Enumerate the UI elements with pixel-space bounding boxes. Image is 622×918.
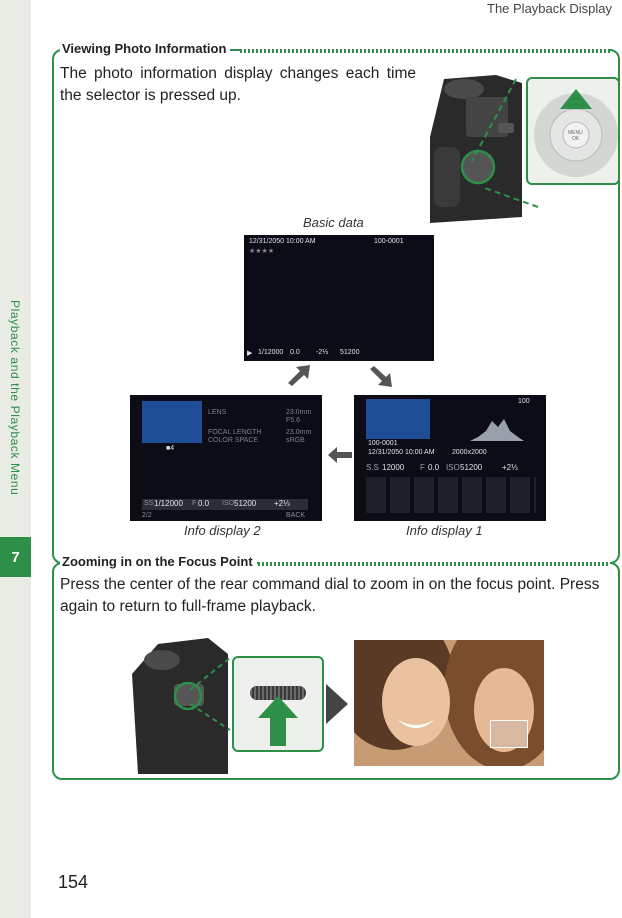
zoom-navigation-inset	[490, 720, 528, 748]
info1-file-number: 100-0001	[368, 440, 398, 447]
info2-value-2: F5.6	[286, 417, 301, 424]
info1-f-label: F	[420, 463, 425, 472]
title-rule	[240, 49, 610, 53]
selector-ok-label: OK	[572, 136, 580, 142]
info2-aperture: 0.0	[198, 499, 210, 508]
info1-frame: 100	[518, 398, 530, 405]
info2-label-focal: FOCAL LENGTH	[208, 429, 262, 436]
info1-shutter: 12000	[382, 463, 405, 472]
info2-exposure: +2⅓	[274, 499, 290, 508]
basic-rating: ★★★★	[249, 248, 275, 255]
section-title: Zooming in on the Focus Point	[60, 554, 257, 569]
caption-info-display-2: Info display 2	[184, 523, 261, 538]
section-body: The photo information display changes ea…	[60, 65, 416, 104]
section-zooming-focus-point: Zooming in on the Focus Point Press the …	[52, 554, 620, 780]
info1-date: 12/31/2050 10:00 AM	[368, 449, 435, 456]
histogram	[470, 419, 524, 441]
info2-value-3: 23.0mm	[286, 429, 312, 436]
info1-iso-label: ISO	[446, 463, 460, 472]
info2-ss-label: SS	[144, 500, 154, 507]
play-arrow-icon	[326, 684, 348, 724]
focus-mark: ■4	[166, 445, 175, 452]
zoomed-photo	[354, 640, 544, 766]
callout-lines	[190, 657, 231, 731]
caption-basic-data: Basic data	[303, 215, 364, 230]
page-number: 154	[58, 872, 89, 892]
caption-info-display-1: Info display 1	[406, 523, 483, 538]
arrow-up-right-icon	[288, 365, 310, 386]
info1-ss-label: S.S	[366, 463, 379, 472]
thumbnail	[366, 399, 430, 439]
title-rule	[258, 562, 610, 566]
callout-lines	[471, 78, 539, 208]
basic-exposure: -2⅓	[316, 349, 329, 356]
basic-data-screen: 12/31/2050 10:00 AM 100-0001 ★★★★ ▶ 1/12…	[244, 235, 434, 361]
info2-f-label: F	[192, 500, 197, 507]
info2-iso: 51200	[234, 499, 257, 508]
info1-iso: 51200	[460, 463, 483, 472]
info2-label-lens: LENS	[208, 409, 227, 416]
info2-label-color-space: COLOR SPACE	[208, 437, 259, 444]
chapter-title: Playback and the Playback Menu	[8, 300, 22, 496]
arrow-left-icon	[328, 447, 352, 463]
chapter-sidebar: Playback and the Playback Menu 7	[0, 0, 31, 918]
exposure-strip	[142, 499, 308, 510]
info-display-1-screen: 100 100-0001 12/31/2050 10:00 AM 2000x20…	[354, 395, 546, 521]
section-body: Press the center of the rear command dia…	[60, 576, 600, 615]
info2-value-1: 23.0mm	[286, 409, 312, 416]
info2-value-4: sRGB	[286, 437, 305, 444]
info1-exposure: +2⅓	[502, 463, 518, 472]
camera-back-illustration	[426, 67, 526, 225]
thumbnail	[142, 401, 202, 443]
basic-aperture: 0.0	[290, 349, 300, 356]
basic-shutter: 1/12000	[258, 349, 284, 356]
settings-grid	[366, 477, 536, 513]
basic-file-number: 100-0001	[374, 238, 404, 245]
command-dial-closeup	[232, 656, 324, 752]
chapter-number: 7	[0, 537, 31, 577]
info2-iso-label: ISO	[222, 500, 235, 507]
arrow-down-right-icon	[370, 366, 392, 387]
basic-iso: 51200	[340, 349, 360, 356]
section-title: Viewing Photo Information	[60, 41, 231, 56]
info2-page-indicator: 2/2	[142, 512, 152, 519]
info1-aperture: 0.0	[428, 463, 440, 472]
play-icon: ▶	[247, 350, 253, 357]
camera-top-illustration	[128, 634, 228, 774]
basic-date: 12/31/2050 10:00 AM	[249, 238, 316, 245]
selector-menu-label: MENU	[568, 130, 583, 136]
running-head: The Playback Display	[487, 1, 612, 16]
info-display-2-screen: ■4 LENS FOCAL LENGTH COLOR SPACE 23.0mm …	[130, 395, 322, 521]
info1-size: 2000x2000	[452, 449, 487, 456]
info2-shutter: 1/12000	[154, 499, 183, 508]
selector-closeup: MENU OK	[526, 77, 620, 185]
section-viewing-photo-information: Viewing Photo Information The photo info…	[52, 41, 620, 564]
info2-back: BACK	[286, 512, 306, 519]
